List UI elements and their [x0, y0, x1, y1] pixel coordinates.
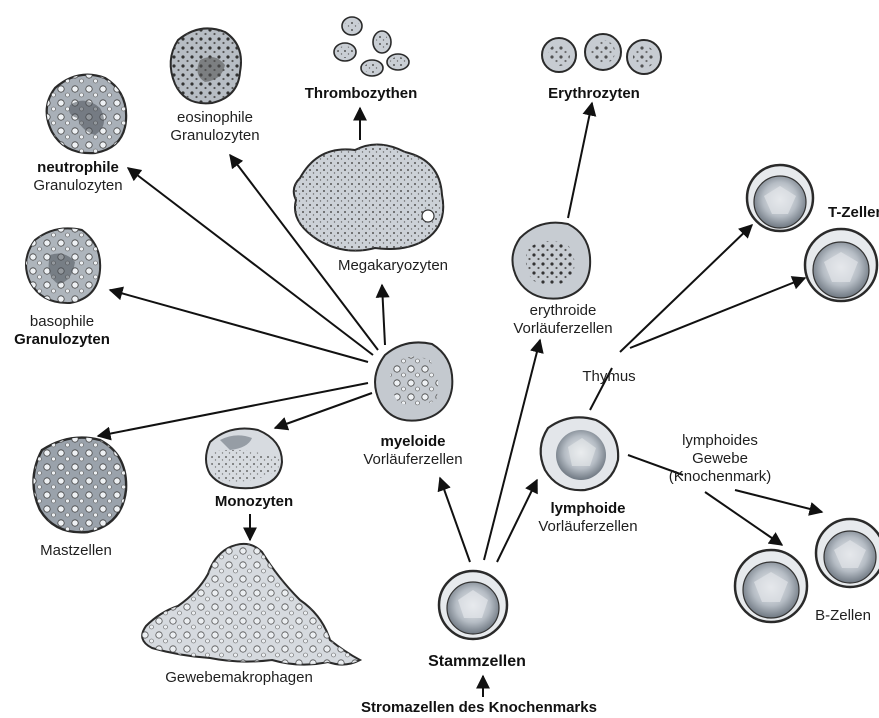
label-erythroide-1: erythroide: [530, 302, 597, 320]
macrophage-cell: [142, 544, 360, 665]
label-neutrophile-1: neutrophile: [37, 159, 119, 177]
label-lymphoide-2: Vorläuferzellen: [538, 518, 637, 536]
mast-cell: [33, 438, 126, 533]
label-monozyten: Monozyten: [215, 493, 293, 511]
arrow-thymus-to-tcell-1: [620, 225, 752, 352]
label-stromazellen: Stromazellen des Knochenmarks: [361, 699, 597, 717]
arrow-stem-to-lymphoid: [497, 480, 537, 562]
arrow-stem-to-myeloid: [440, 478, 470, 562]
label-erythrozyten: Erythrozyten: [548, 85, 640, 103]
label-erythroide-2: Vorläuferzellen: [513, 320, 612, 338]
erythrocyte-cells: [542, 34, 661, 74]
label-lymphoides-3: (Knochenmark): [669, 468, 772, 486]
arrow-thymus-to-tcell-2: [630, 278, 805, 348]
label-thrombozythen: Thrombozythen: [305, 85, 418, 103]
label-lymphoides-1: lymphoides: [682, 432, 758, 450]
thrombocyte-cells: [334, 17, 409, 76]
t-cell-1: [747, 165, 813, 231]
label-t-zellen: T-Zellen: [828, 204, 879, 222]
eosinophil-cell: [171, 28, 241, 103]
label-lymphoides-2: Gewebe: [692, 450, 748, 468]
label-eosinophile-2: Granulozyten: [170, 127, 259, 145]
label-stammzellen: Stammzellen: [428, 653, 526, 671]
myeloid-precursor-cell: [375, 342, 452, 420]
arrow-myeloid-to-basophil: [110, 290, 368, 362]
basophil-cell: [26, 228, 100, 303]
label-neutrophile-2: Granulozyten: [33, 177, 122, 195]
t-cell-2: [805, 229, 877, 301]
megakaryocyte-cell: [294, 144, 443, 250]
arrow-lymphtissue-to-bcell-2: [735, 490, 822, 512]
label-basophile-2: Granulozyten: [14, 331, 110, 349]
label-eosinophile-1: eosinophile: [177, 109, 253, 127]
b-cell-2: [816, 519, 879, 587]
label-myeloide-2: Vorläuferzellen: [363, 451, 462, 469]
label-basophile-1: basophile: [30, 313, 94, 331]
label-megakaryozyten: Megakaryozyten: [338, 257, 448, 275]
label-myeloide-1: myeloide: [380, 433, 445, 451]
arrow-stem-to-erythroid: [484, 340, 540, 560]
label-b-zellen: B-Zellen: [815, 607, 871, 625]
arrow-myeloid-to-megakaryocyte: [382, 285, 385, 345]
erythroid-precursor-cell: [512, 223, 590, 299]
neutrophil-cell: [47, 75, 126, 153]
label-thymus: Thymus: [582, 368, 635, 386]
label-mastzellen: Mastzellen: [40, 542, 112, 560]
stem-cell: [439, 571, 507, 639]
monocyte-cell: [206, 429, 282, 489]
arrow-erythroid-to-erythrocytes: [568, 103, 592, 218]
label-gewebemakrophagen: Gewebemakrophagen: [165, 669, 313, 687]
lymphoid-precursor-cell: [541, 417, 619, 490]
b-cell-1: [735, 550, 807, 622]
label-lymphoide-1: lymphoide: [550, 500, 625, 518]
